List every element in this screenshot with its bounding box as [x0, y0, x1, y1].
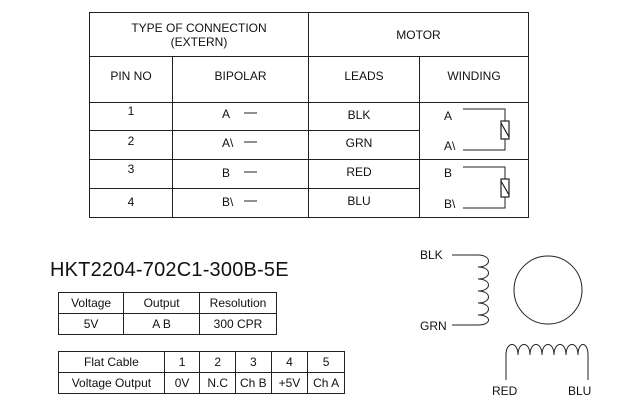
model-number: HKT2204-702C1-300B-5E [50, 259, 289, 281]
spec-header-row: Voltage Output Resolution [57, 292, 277, 314]
cable-header-row: Flat Cable 1 2 3 4 5 [58, 351, 345, 373]
pin-number: 4 [127, 195, 135, 209]
spec-header-resolution: Resolution [199, 292, 277, 314]
bipolar-label: A [222, 107, 231, 121]
cable-value: 0V [163, 372, 201, 394]
spec-header-output: Output [123, 292, 201, 314]
header-motor: MOTOR [396, 27, 441, 42]
column-header-pin-no: PIN NO [110, 68, 152, 83]
cable-value: N.C [199, 372, 237, 394]
cable-value: +5V [270, 372, 309, 394]
pin-number: 2 [127, 134, 135, 148]
motor-label-grn: GRN [420, 319, 447, 333]
lead-color: BLU [347, 194, 371, 208]
cable-header-pin: 1 [163, 351, 201, 373]
lead-color: BLK [347, 108, 371, 122]
column-header-winding: WINDING [447, 68, 501, 83]
spec-header-voltage: Voltage [57, 292, 125, 314]
motor-label-red: RED [492, 384, 518, 398]
bipolar-label: B\ [222, 195, 234, 209]
motor-label-blk: BLK [420, 248, 443, 262]
pin-number: 1 [127, 104, 135, 118]
spec-value-row: 5V A B 300 CPR [57, 313, 277, 335]
column-header-leads: LEADS [344, 68, 384, 83]
motor-label-blu: BLU [568, 384, 592, 398]
cable-header-flat-cable: Flat Cable [58, 351, 165, 373]
spec-table: Voltage Output Resolution 5V A B 300 CPR [57, 292, 277, 335]
winding-label: B [444, 166, 453, 180]
cable-value: Ch A [307, 372, 345, 394]
lead-color: GRN [345, 136, 373, 150]
winding-label: A\ [444, 139, 456, 153]
cable-header-pin: 2 [199, 351, 237, 373]
cable-header-pin: 3 [235, 351, 272, 373]
cable-header-pin: 5 [307, 351, 345, 373]
cable-value: Ch B [235, 372, 272, 394]
cable-value-row: Voltage Output 0V N.C Ch B +5V Ch A [58, 372, 345, 394]
bipolar-label: A\ [222, 136, 234, 150]
cable-header-pin: 4 [270, 351, 309, 373]
header-type-of-connection: TYPE OF CONNECTION (EXTERN) [131, 20, 267, 49]
winding-label: B\ [444, 197, 456, 211]
spec-value-voltage: 5V [57, 313, 125, 335]
pin-number: 3 [127, 162, 135, 176]
winding-label: A [444, 109, 453, 123]
lead-color: RED [346, 165, 372, 179]
column-header-bipolar: BIPOLAR [214, 68, 267, 83]
bipolar-label: B [222, 166, 231, 180]
spec-value-output: A B [123, 313, 201, 335]
cable-value-voltage-output: Voltage Output [58, 372, 165, 394]
spec-value-resolution: 300 CPR [199, 313, 277, 335]
flat-cable-table: Flat Cable 1 2 3 4 5 Voltage Output 0V N… [58, 351, 345, 394]
